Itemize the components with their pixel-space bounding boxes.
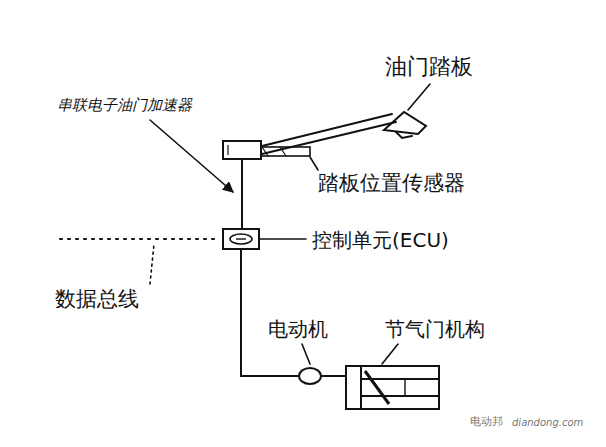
callout-label: 串联电子油门加速器 (57, 97, 192, 114)
wire (241, 250, 298, 376)
leader-line (150, 244, 154, 284)
motor-symbol: 电动机 (298, 367, 322, 385)
leader-line (382, 344, 398, 364)
leader-line (302, 344, 310, 364)
sensor-rod-mark (262, 147, 286, 156)
data-bus-line (60, 238, 220, 240)
pedal-sensor-box-outline (222, 140, 262, 160)
motor-symbol-outline (298, 367, 322, 385)
pedal-hinge (396, 132, 412, 138)
pedal-sensor-box: 踏板位置传感器 (222, 140, 262, 160)
part-label: 节气门机构 (385, 318, 485, 340)
wire (241, 160, 243, 228)
pedal-arm (262, 114, 396, 154)
leader-line (310, 157, 318, 170)
part-label: 数据总线 (55, 288, 139, 311)
leader-line (260, 238, 306, 240)
leader-line (408, 84, 430, 110)
watermark: diandong.com (512, 417, 583, 428)
ecu-box-outline (222, 228, 260, 250)
part-label: 踏板位置传感器 (318, 172, 465, 195)
callout-arrow (150, 120, 233, 192)
wire (322, 375, 345, 377)
throttle-mechanism: 节气门机构 (345, 365, 440, 410)
pedal-plate (384, 112, 426, 134)
throttle-mechanism-outline (345, 365, 440, 410)
part-label: 控制单元(ECU) (312, 229, 449, 251)
part-label: 电动机 (268, 318, 328, 340)
watermark: 电动邦 (470, 416, 503, 428)
ecu-box: 控制单元(ECU) (222, 228, 260, 250)
part-label: 油门踏板 (385, 55, 473, 79)
